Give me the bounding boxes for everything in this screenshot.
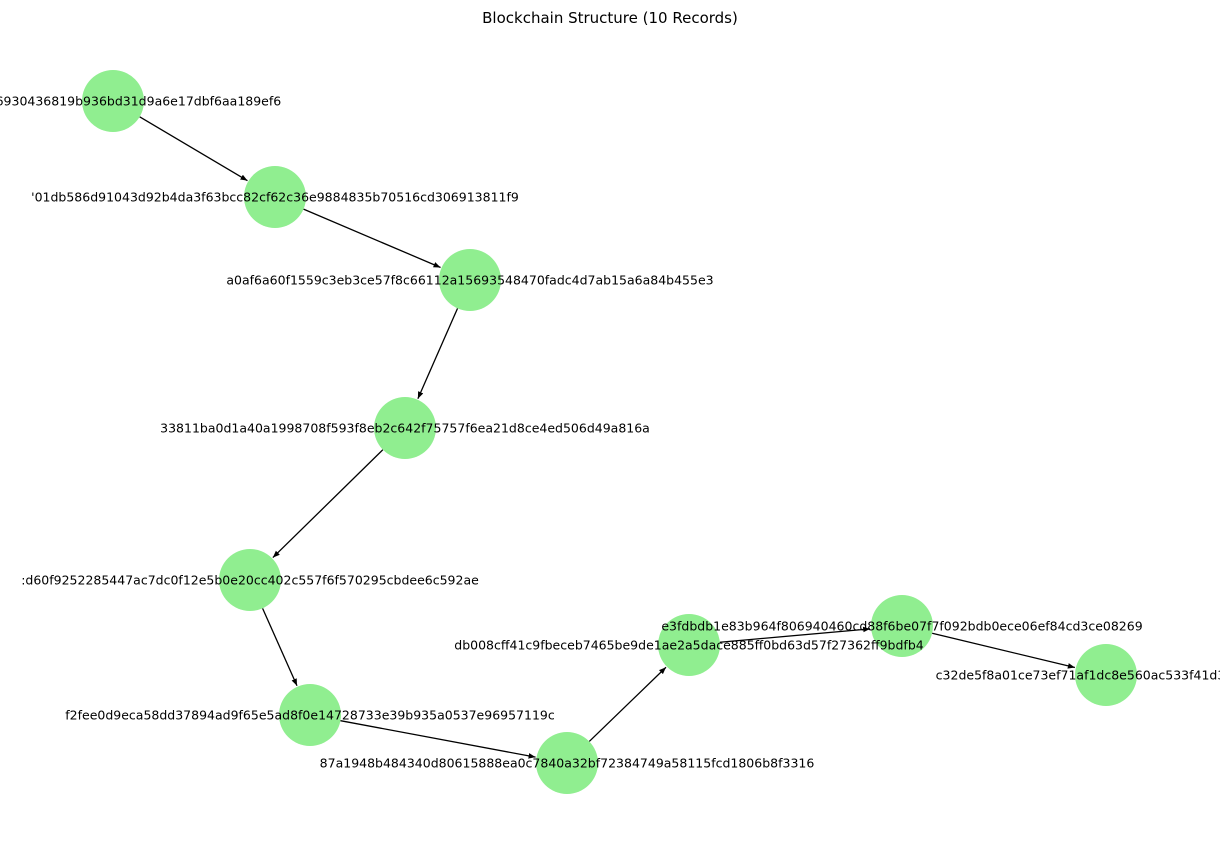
diagram-title: Blockchain Structure (10 Records)	[482, 9, 738, 27]
block-hash-label: fc2fcf476930436819b936bd31d9a6e17dbf6aa1…	[0, 94, 281, 109]
block-hash-label: db008cff41c9fbeceb7465be9de1ae2a5dace885…	[454, 638, 923, 653]
block-hash-label: 33811ba0d1a40a1998708f593f8eb2c642f75757…	[160, 421, 650, 436]
edge-arrow	[340, 720, 536, 759]
block-node	[219, 549, 281, 611]
block-node	[374, 397, 436, 459]
block-node	[658, 614, 720, 676]
edge-arrow	[272, 449, 384, 559]
block-hash-label: c32de5f8a01ce73ef71af1dc8e560ac533f41d3c…	[936, 668, 1220, 683]
edge-arrow	[417, 308, 459, 399]
block-hash-label: 87a1948b484340d80615888ea0c7840a32bf7238…	[320, 756, 815, 771]
edge-arrow	[139, 116, 248, 182]
block-node	[536, 732, 598, 794]
edge-arrow	[261, 608, 298, 687]
block-hash-label: '01db586d91043d92b4da3f63bcc82cf62c36e98…	[31, 190, 519, 205]
block-node	[1075, 644, 1137, 706]
labels-layer: fc2fcf476930436819b936bd31d9a6e17dbf6aa1…	[0, 94, 1220, 771]
block-hash-label: e3fdbdb1e83b964f806940460cd88f6be07f7f09…	[661, 619, 1142, 634]
block-node	[871, 595, 933, 657]
edge-arrow	[719, 626, 871, 643]
block-node	[82, 70, 144, 132]
nodes-layer	[82, 70, 1137, 794]
block-node	[244, 166, 306, 228]
edge-arrow	[303, 208, 441, 269]
edge-arrow	[588, 666, 667, 742]
block-hash-label: a0af6a60f1559c3eb3ce57f8c66112a156935484…	[226, 273, 713, 288]
edge-arrow	[931, 632, 1076, 669]
block-node	[279, 684, 341, 746]
block-node	[439, 249, 501, 311]
block-hash-label: f2fee0d9eca58dd37894ad9f65e5ad8f0e147287…	[65, 708, 555, 723]
edges-layer	[139, 116, 1076, 759]
block-hash-label: :d60f9252285447ac7dc0f12e5b0e20cc402c557…	[21, 573, 479, 588]
